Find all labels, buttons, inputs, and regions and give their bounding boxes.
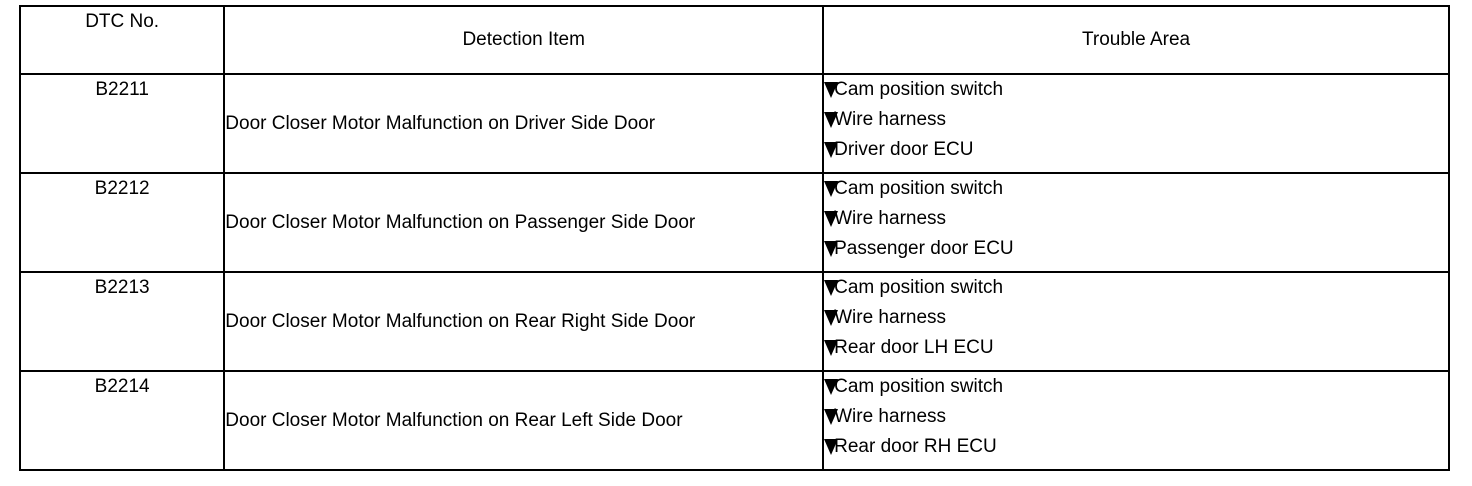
triangle-down-icon	[824, 379, 839, 395]
trouble-area-item: Cam position switch	[824, 75, 1448, 105]
triangle-down-icon	[824, 211, 839, 227]
trouble-area-item: Rear door RH ECU	[824, 432, 1448, 462]
header-detection-item: Detection Item	[223, 5, 825, 75]
trouble-area-item: Cam position switch	[824, 273, 1448, 303]
table-row: B2211 Door Closer Motor Malfunction on D…	[18, 73, 1450, 174]
trouble-area-label: Rear door LH ECU	[834, 337, 994, 358]
trouble-area-label: Wire harness	[834, 406, 947, 427]
dtc-code: B2212	[18, 172, 226, 273]
trouble-area-item: Rear door LH ECU	[824, 333, 1448, 363]
table-row: B2213 Door Closer Motor Malfunction on R…	[18, 271, 1450, 372]
trouble-area-label: Cam position switch	[834, 79, 1004, 100]
trouble-area-item: Passenger door ECU	[824, 234, 1448, 264]
triangle-down-icon	[824, 439, 839, 455]
trouble-area-label: Cam position switch	[834, 178, 1004, 199]
dtc-code: B2213	[18, 271, 226, 372]
trouble-area-item: Driver door ECU	[824, 135, 1448, 165]
trouble-area-label: Driver door ECU	[834, 139, 974, 160]
detection-item: Door Closer Motor Malfunction on Driver …	[223, 73, 825, 174]
trouble-area-item: Wire harness	[824, 204, 1448, 234]
table-row: B2212 Door Closer Motor Malfunction on P…	[18, 172, 1450, 273]
trouble-area-label: Wire harness	[834, 307, 947, 328]
triangle-down-icon	[824, 409, 839, 425]
trouble-area: Cam position switch Wire harness Rear do…	[822, 271, 1450, 372]
triangle-down-icon	[824, 340, 839, 356]
trouble-area-item: Wire harness	[824, 402, 1448, 432]
trouble-area-label: Cam position switch	[834, 376, 1004, 397]
trouble-area-item: Cam position switch	[824, 372, 1448, 402]
triangle-down-icon	[824, 280, 839, 296]
trouble-area-label: Cam position switch	[834, 277, 1004, 298]
dtc-code: B2214	[18, 370, 226, 471]
trouble-area-label: Wire harness	[834, 109, 947, 130]
trouble-area-label: Wire harness	[834, 208, 947, 229]
triangle-down-icon	[824, 82, 839, 98]
detection-item: Door Closer Motor Malfunction on Rear Le…	[223, 370, 825, 471]
trouble-area: Cam position switch Wire harness Rear do…	[822, 370, 1450, 471]
detection-item: Door Closer Motor Malfunction on Rear Ri…	[223, 271, 825, 372]
trouble-area-label: Rear door RH ECU	[834, 436, 997, 457]
triangle-down-icon	[824, 310, 839, 326]
detection-item: Door Closer Motor Malfunction on Passeng…	[223, 172, 825, 273]
trouble-area-item: Wire harness	[824, 105, 1448, 135]
trouble-area: Cam position switch Wire harness Passeng…	[822, 172, 1450, 273]
trouble-area-label: Passenger door ECU	[834, 238, 1014, 259]
trouble-area-item: Wire harness	[824, 303, 1448, 333]
table-row: B2214 Door Closer Motor Malfunction on R…	[18, 370, 1450, 471]
triangle-down-icon	[824, 142, 839, 158]
header-trouble-area: Trouble Area	[822, 5, 1450, 75]
trouble-area: Cam position switch Wire harness Driver …	[822, 73, 1450, 174]
trouble-area-item: Cam position switch	[824, 174, 1448, 204]
dtc-code: B2211	[18, 73, 226, 174]
triangle-down-icon	[824, 241, 839, 257]
triangle-down-icon	[824, 112, 839, 128]
dtc-table: DTC No. Detection Item Trouble Area B221…	[18, 5, 1450, 471]
triangle-down-icon	[824, 181, 839, 197]
header-dtc-no: DTC No.	[18, 5, 226, 75]
header-row: DTC No. Detection Item Trouble Area	[18, 5, 1450, 75]
